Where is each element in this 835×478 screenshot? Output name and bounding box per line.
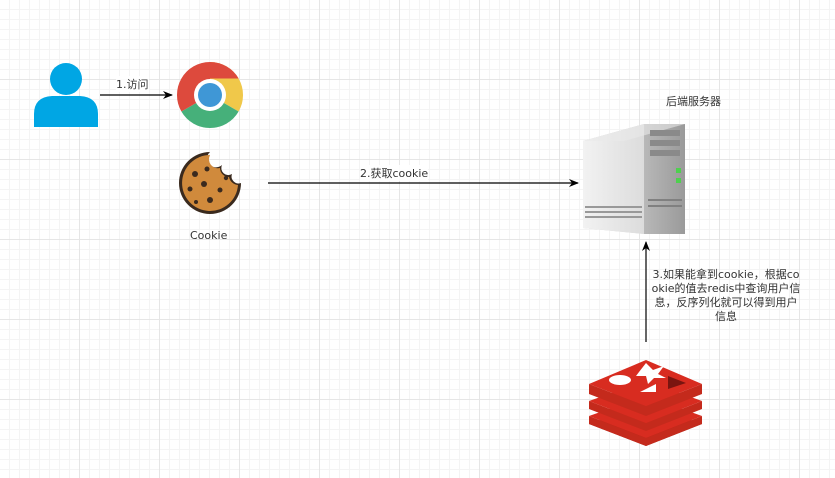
user-icon <box>34 63 98 127</box>
label-step2: 2.获取cookie <box>360 165 429 181</box>
chrome-browser-icon <box>176 61 244 129</box>
label-cookie: Cookie <box>190 229 228 242</box>
redis-icon <box>589 360 702 446</box>
cookie-icon <box>179 152 241 214</box>
server-icon <box>583 124 685 234</box>
label-step1: 1.访问 <box>116 76 149 92</box>
label-server: 后端服务器 <box>666 95 721 108</box>
label-step3: 3.如果能拿到cookie，根据cookie的值去redis中查询用户信息，反序… <box>651 268 801 323</box>
